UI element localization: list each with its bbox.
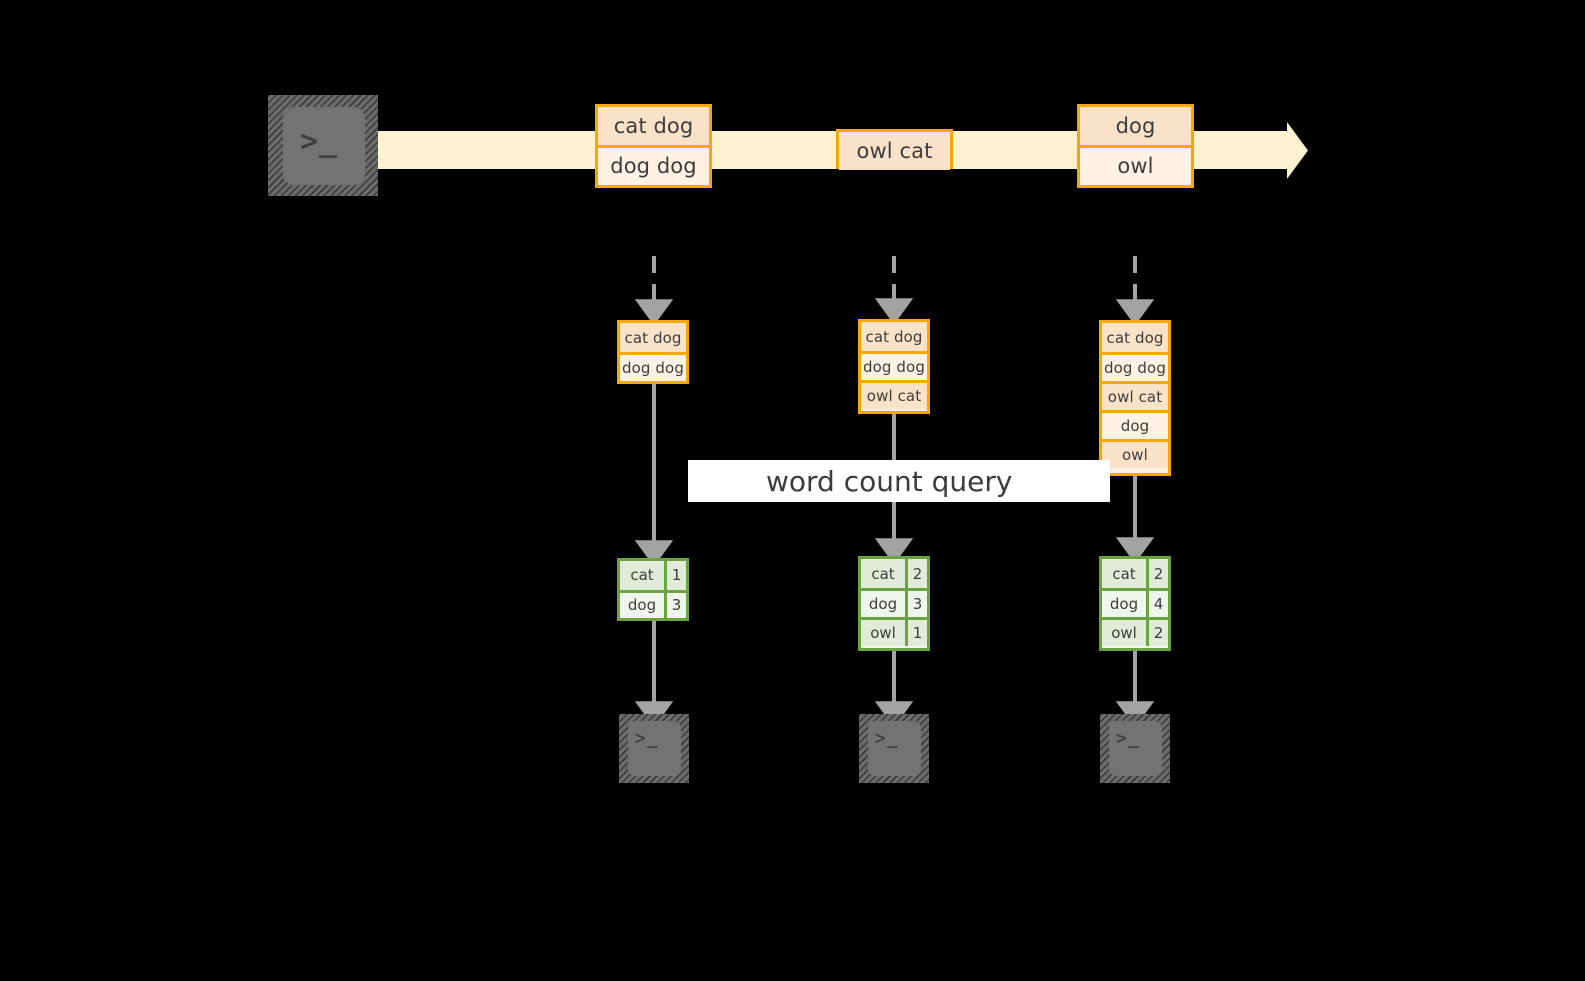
stream-event-2[interactable]: owl cat: [836, 129, 953, 170]
result-word: dog: [861, 591, 905, 617]
stream-event-3-row-1: owl: [1080, 145, 1191, 183]
table-row: cat 2: [1102, 559, 1168, 588]
table-row: cat 2: [861, 559, 927, 588]
stream-event-1[interactable]: cat dog dog dog: [595, 104, 712, 188]
stream-event-2-row-0: owl cat: [839, 132, 950, 170]
terminal-chip: [868, 721, 921, 776]
terminal-prompt-glyph: >_: [300, 124, 339, 159]
table-row: cat 1: [620, 561, 686, 590]
snapshot-2-log-row-2: owl cat: [861, 380, 927, 409]
terminal-prompt-glyph: >_: [875, 728, 899, 749]
terminal-chip: [1109, 721, 1162, 776]
snapshot-2-sink-terminal-icon[interactable]: >_: [859, 714, 929, 783]
snapshot-2-result-table[interactable]: cat 2 dog 3 owl 1: [858, 556, 930, 651]
snapshot-1-log-row-0: cat dog: [620, 323, 686, 352]
terminal-prompt-glyph: >_: [1116, 728, 1140, 749]
result-count: 1: [905, 620, 927, 646]
result-count: 1: [664, 561, 686, 590]
result-word: cat: [861, 559, 905, 588]
stream-event-1-row-1: dog dog: [598, 145, 709, 183]
snapshot-3-log-row-3: dog: [1102, 410, 1168, 439]
table-row: dog 4: [1102, 588, 1168, 617]
table-row: dog 3: [861, 588, 927, 617]
stream-event-1-row-0: cat dog: [598, 107, 709, 145]
source-terminal-icon[interactable]: >_: [268, 95, 378, 196]
snapshot-3-log-row-0: cat dog: [1102, 323, 1168, 352]
snapshot-2-log-row-0: cat dog: [861, 322, 927, 351]
result-count: 3: [905, 591, 927, 617]
snapshot-3-log-row-1: dog dog: [1102, 352, 1168, 381]
result-word: owl: [1102, 620, 1146, 646]
result-word: cat: [620, 561, 664, 590]
result-count: 3: [664, 592, 686, 618]
table-row: owl 1: [861, 617, 927, 646]
snapshot-2-log-row-1: dog dog: [861, 351, 927, 380]
snapshot-3-log[interactable]: cat dog dog dog owl cat dog owl: [1099, 320, 1171, 476]
terminal-chip: [283, 107, 365, 185]
query-banner: word count query: [688, 460, 1110, 502]
snapshot-3-log-row-2: owl cat: [1102, 381, 1168, 410]
snapshot-1-log-row-1: dog dog: [620, 352, 686, 381]
result-count: 2: [1146, 559, 1168, 588]
result-word: dog: [620, 592, 664, 618]
terminal-prompt-glyph: >_: [635, 728, 659, 749]
result-word: owl: [861, 620, 905, 646]
snapshot-1-sink-terminal-icon[interactable]: >_: [619, 714, 689, 783]
snapshot-3-log-row-4: owl: [1102, 439, 1168, 468]
snapshot-3-result-table[interactable]: cat 2 dog 4 owl 2: [1099, 556, 1171, 651]
table-row: owl 2: [1102, 617, 1168, 646]
stream-event-3-row-0: dog: [1080, 107, 1191, 145]
query-banner-label: word count query: [766, 464, 1013, 498]
snapshot-1-result-table[interactable]: cat 1 dog 3: [617, 558, 689, 621]
terminal-chip: [628, 721, 681, 776]
snapshot-2-log[interactable]: cat dog dog dog owl cat: [858, 319, 930, 414]
result-word: dog: [1102, 591, 1146, 617]
result-count: 2: [1146, 620, 1168, 646]
result-count: 2: [905, 559, 927, 588]
result-count: 4: [1146, 591, 1168, 617]
snapshot-1-log[interactable]: cat dog dog dog: [617, 320, 689, 384]
snapshot-3-sink-terminal-icon[interactable]: >_: [1100, 714, 1170, 783]
result-word: cat: [1102, 559, 1146, 588]
table-row: dog 3: [620, 589, 686, 618]
stream-event-3[interactable]: dog owl: [1077, 104, 1194, 188]
